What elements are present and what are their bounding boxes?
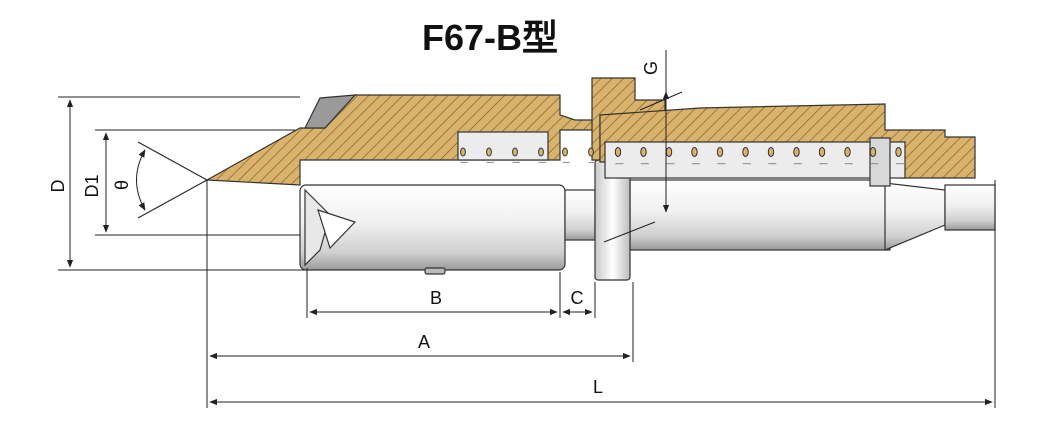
spring-coil: [844, 147, 851, 157]
spring-coil: [562, 147, 568, 157]
spring-coil: [512, 147, 518, 157]
dim-label-D: D: [48, 180, 68, 193]
spring-coil: [869, 147, 877, 157]
dim-label-D1: D1: [82, 174, 102, 197]
shaft: [299, 159, 996, 281]
spring-coil: [614, 147, 622, 157]
spring-coil: [895, 147, 902, 157]
spring-coil: [793, 147, 800, 157]
spring-coil: [716, 147, 724, 157]
dim-label-C: C: [571, 288, 584, 308]
spring-coil: [691, 147, 698, 157]
spring-coil: [588, 147, 594, 157]
spring-coil: [818, 147, 826, 157]
dim-label-A: A: [418, 332, 430, 352]
dimension-lines: [58, 50, 996, 408]
spring-coil: [640, 147, 647, 157]
dim-label-theta: θ: [112, 180, 132, 190]
spring-coil: [538, 147, 544, 157]
spring-coil: [665, 147, 673, 157]
dim-label-G: G: [641, 61, 661, 75]
housing: [204, 77, 976, 187]
diagram-title: F67-B型: [422, 17, 558, 58]
spring-coil: [460, 147, 466, 157]
dim-label-B: B: [430, 288, 442, 308]
spring-coils: [460, 147, 904, 165]
spring-coil: [486, 147, 492, 157]
dim-label-L: L: [593, 377, 603, 397]
spring-coil: [742, 147, 749, 157]
spring-coil: [767, 147, 775, 157]
